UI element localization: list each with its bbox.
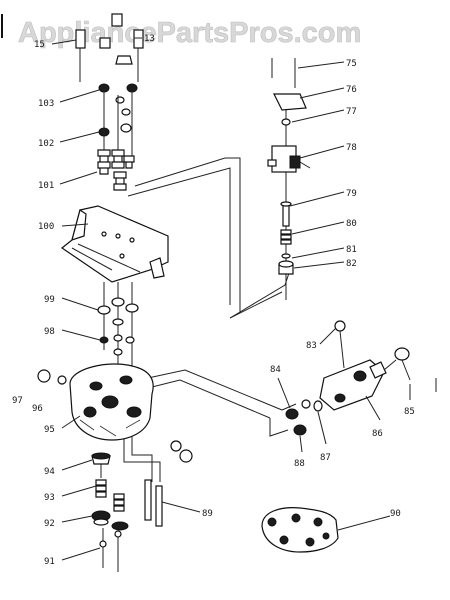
callout-96: 96 (32, 404, 43, 414)
screw-89b (155, 485, 163, 527)
callout-79: 79 (346, 189, 357, 199)
callout-84: 84 (270, 365, 281, 375)
callout-98: 98 (44, 327, 55, 337)
bracket-76 (273, 93, 307, 111)
callout-100: 100 (38, 222, 54, 232)
nut-88 (293, 424, 307, 436)
bushing-101b (111, 149, 125, 169)
callout-94: 94 (44, 467, 55, 477)
spring-93 (95, 479, 107, 498)
screw-91 (99, 540, 107, 548)
callout-89: 89 (202, 509, 213, 519)
callout-labels: 15 13 103 102 101 100 99 98 97 96 95 94 … (12, 34, 415, 567)
side-cap (170, 440, 182, 452)
nut-84 (285, 408, 299, 420)
callout-80: 80 (346, 219, 357, 229)
callout-15: 15 (34, 40, 45, 50)
callout-82: 82 (346, 259, 357, 269)
bolt-left (75, 29, 86, 49)
callout-77: 77 (346, 107, 357, 117)
clip-77 (281, 118, 291, 126)
callout-97: 97 (12, 396, 23, 406)
bolt-right (133, 29, 144, 49)
callout-101: 101 (38, 181, 54, 191)
nut-1 (99, 37, 111, 49)
washer-99 (97, 305, 111, 315)
callout-76: 76 (346, 85, 357, 95)
ring-96 (57, 375, 67, 385)
ring-87 (313, 400, 323, 412)
screw-89a (144, 479, 152, 521)
right-parts-stack (261, 58, 411, 553)
callout-93: 93 (44, 493, 55, 503)
washer-81 (281, 253, 291, 259)
spring-80 (280, 229, 292, 245)
callout-103: 103 (38, 99, 54, 109)
callout-92: 92 (44, 519, 55, 529)
callout-83: 83 (306, 341, 317, 351)
routing-lines (123, 157, 297, 482)
callout-81: 81 (346, 245, 357, 255)
callout-90: 90 (390, 509, 401, 519)
callout-78: 78 (346, 143, 357, 153)
bushing-101 (97, 149, 111, 175)
nut-2 (115, 55, 133, 65)
plunger-79 (282, 203, 290, 227)
callout-88: 88 (294, 459, 305, 469)
cap-83 (334, 320, 346, 332)
callout-95: 95 (44, 425, 55, 435)
callout-75: 75 (346, 59, 357, 69)
gasket-90 (261, 507, 339, 553)
plug-97 (37, 369, 51, 383)
callout-85: 85 (404, 407, 415, 417)
callout-87: 87 (320, 453, 331, 463)
mounting-plate-100 (60, 205, 169, 283)
leader-lines (51, 37, 437, 561)
watermark: AppliancePartsPros.com (18, 17, 361, 49)
washer-98 (99, 336, 109, 344)
callout-102: 102 (38, 139, 54, 149)
callout-99: 99 (44, 295, 55, 305)
callout-13: 13 (144, 34, 155, 44)
callout-91: 91 (44, 557, 55, 567)
top-nut (111, 13, 123, 27)
left-parts-stack (37, 13, 193, 572)
callout-86: 86 (372, 429, 383, 439)
cap-85 (394, 347, 410, 361)
